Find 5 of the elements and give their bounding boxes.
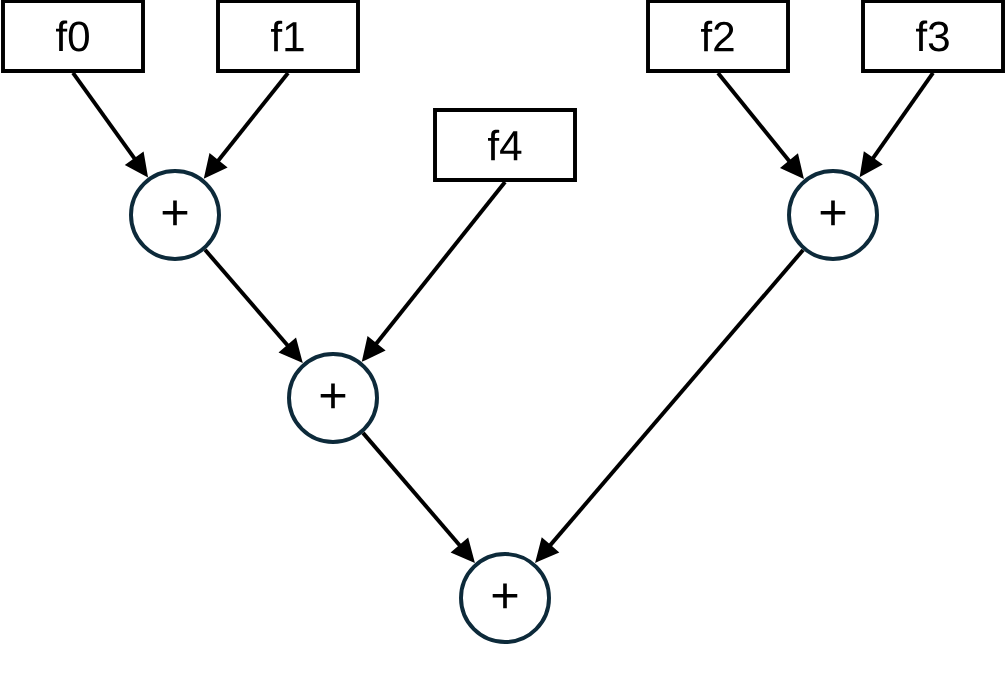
input-box: f4 — [433, 108, 577, 182]
input-box: f0 — [1, 0, 145, 73]
input-box: f1 — [216, 0, 360, 73]
input-box: f3 — [861, 0, 1005, 73]
input-box: f2 — [646, 0, 790, 73]
